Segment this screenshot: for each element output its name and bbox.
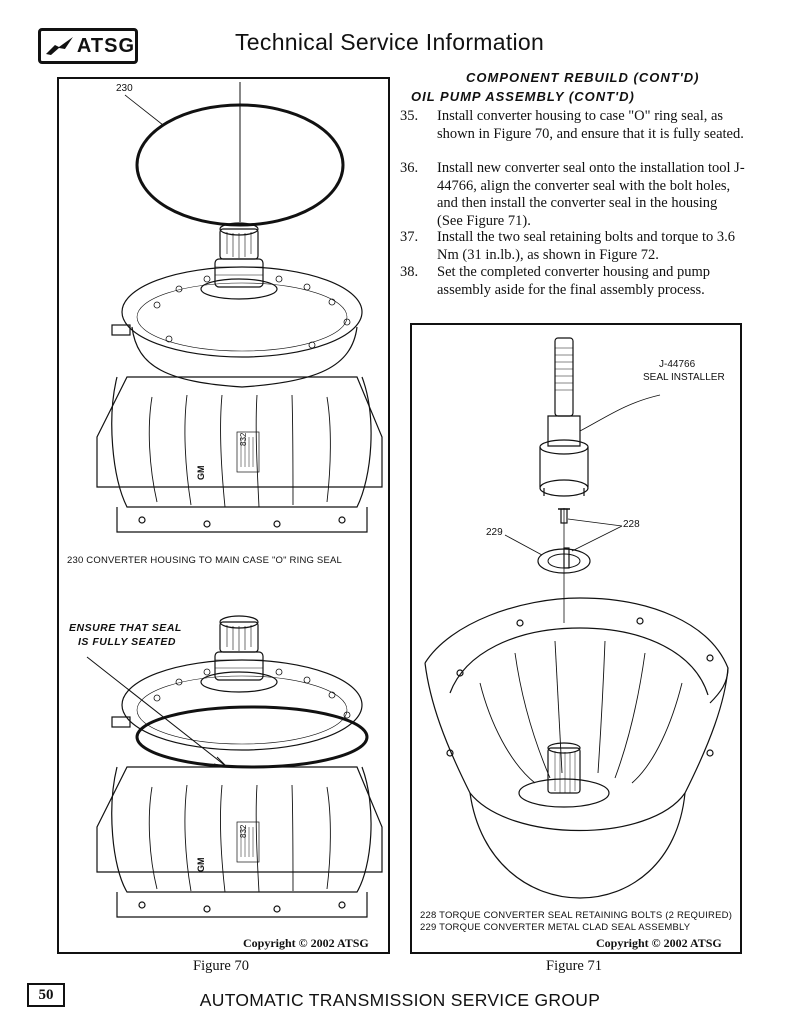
figure-70-caption: 230 CONVERTER HOUSING TO MAIN CASE "O" R… <box>67 555 343 566</box>
footer-org: AUTOMATIC TRANSMISSION SERVICE GROUP <box>199 990 601 1010</box>
callout-228: 228 <box>623 519 640 530</box>
page-number: 50 <box>27 983 65 1007</box>
figure-70-illustration <box>86 82 383 918</box>
step-text: Install converter housing to case "O" ri… <box>437 108 744 142</box>
note-line-1: ENSURE THAT SEAL <box>69 622 182 634</box>
figure-71-frame <box>410 323 742 954</box>
step-36: 36. Install new converter seal onto the … <box>400 160 745 230</box>
callout-230: 230 <box>116 83 133 94</box>
step-number: 37. <box>400 229 419 245</box>
housing-mark-gm: GM <box>196 465 206 481</box>
step-number: 38. <box>400 264 419 280</box>
upper-housing-drawing <box>96 222 383 533</box>
step-text: Install the two seal retaining bolts and… <box>437 229 735 263</box>
step-37: 37. Install the two seal retaining bolts… <box>400 229 745 264</box>
figure-70-copyright: Copyright © 2002 ATSG <box>243 936 369 950</box>
figure-71-copyright: Copyright © 2002 ATSG <box>596 936 722 950</box>
page-title: Technical Service Information <box>235 29 545 55</box>
converter-housing-drawing <box>424 597 729 899</box>
step-text: Set the completed converter housing and … <box>437 264 711 298</box>
figure-71-label: Figure 71 <box>546 958 602 974</box>
eagle-icon <box>45 37 73 55</box>
housing-mark-gm-lower: GM <box>196 857 206 873</box>
figure-71-caption-1: 228 TORQUE CONVERTER SEAL RETAINING BOLT… <box>420 910 733 921</box>
figure-70-frame <box>57 77 390 954</box>
callout-229: 229 <box>486 527 503 538</box>
figure-71-illustration <box>424 337 729 899</box>
figure-71-caption-2: 229 TORQUE CONVERTER METAL CLAD SEAL ASS… <box>420 922 691 933</box>
note-line-2: IS FULLY SEATED <box>78 636 176 648</box>
housing-mark-832-lower: 832 <box>239 824 248 838</box>
step-35: 35. Install converter housing to case "O… <box>400 108 745 143</box>
step-38: 38. Set the completed converter housing … <box>400 264 745 299</box>
atsg-logo: ATSG <box>38 28 138 64</box>
housing-mark-832: 832 <box>239 432 248 446</box>
step-number: 35. <box>400 108 419 124</box>
tool-name: J-44766 <box>659 359 696 370</box>
seal-installer-drawing <box>539 337 661 497</box>
step-number: 36. <box>400 160 419 176</box>
section-subtitle: OIL PUMP ASSEMBLY (CONT'D) <box>411 89 635 104</box>
step-text: Install new converter seal onto the inst… <box>437 160 745 229</box>
logo-text: ATSG <box>76 34 135 57</box>
lower-housing-drawing <box>86 615 383 918</box>
figure-70-label: Figure 70 <box>193 958 249 974</box>
tool-description: SEAL INSTALLER <box>643 372 725 383</box>
section-title: COMPONENT REBUILD (CONT'D) <box>466 70 700 85</box>
